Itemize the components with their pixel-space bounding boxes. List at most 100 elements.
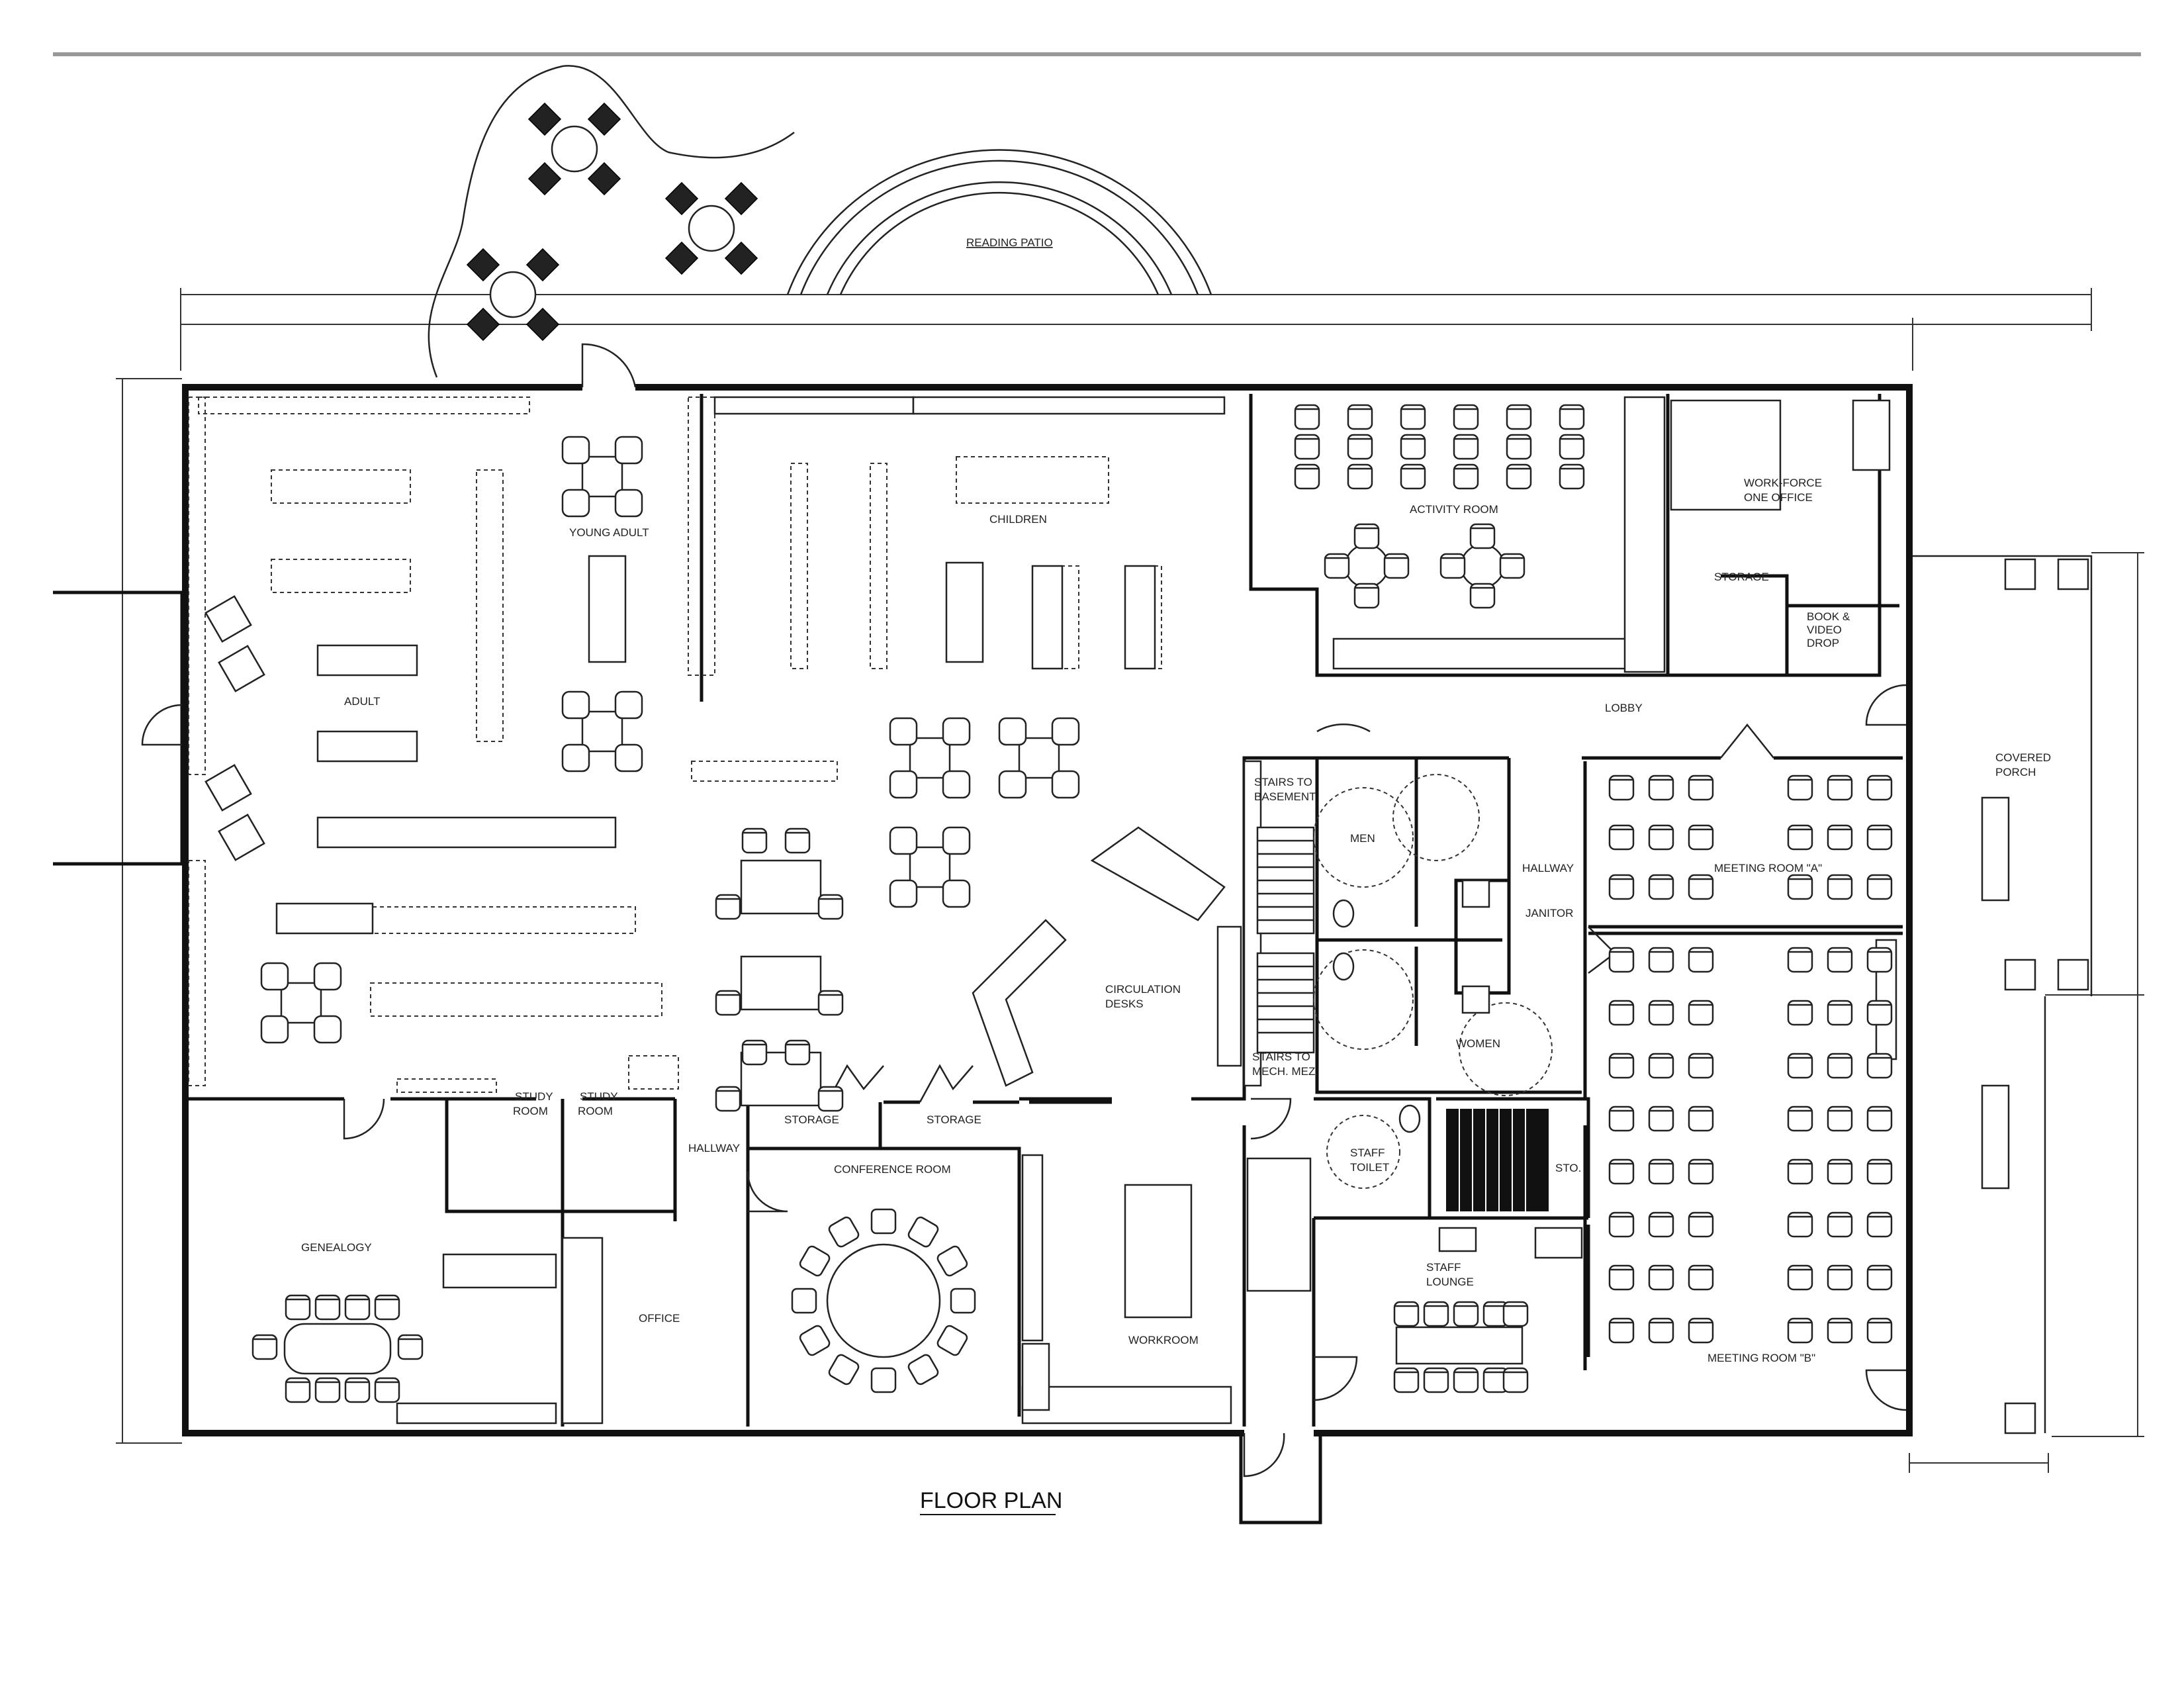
lounge-chair [1502,1301,1529,1327]
square-table [581,455,623,498]
table-chair [1499,553,1525,579]
meeting-chair [1787,1264,1813,1291]
armchair [205,764,252,812]
activity-chair [1506,463,1532,490]
room-label-porch-1: COVERED [1995,751,2051,764]
activity-chair [1559,404,1585,430]
computer-table [740,859,822,915]
circulation-desk [972,919,1067,1087]
meeting-chair [1866,947,1893,973]
meeting-chair [1827,947,1853,973]
meeting-chair [1827,1105,1853,1132]
lounge-chair [1453,1367,1479,1393]
meeting-chair [1648,1264,1674,1291]
room-label-children: CHILDREN [989,513,1047,526]
room-label-adult: ADULT [344,695,380,708]
meeting-chair [1648,1000,1674,1026]
room-label-young-adult: YOUNG ADULT [569,526,649,539]
room-labels: ADULT YOUNG ADULT CHILDREN ACTIVITY ROOM… [301,477,2051,1364]
exterior-walls [53,343,1913,1524]
meeting-chair [1648,947,1674,973]
meeting-chair [1787,874,1813,900]
meeting-chair [1688,947,1714,973]
furniture-layer [205,404,1893,1403]
meeting-chair [1688,1158,1714,1185]
lounge-chair [889,826,918,855]
lounge-chair [998,717,1027,746]
computer-chair [817,1086,844,1112]
genealogy-chair [374,1377,400,1403]
activity-chair [1294,463,1320,490]
meeting-chair [1608,1317,1635,1344]
activity-chair [1400,404,1426,430]
meeting-chair [1608,1264,1635,1291]
meeting-chair [1866,1105,1893,1132]
conference-table [826,1243,941,1358]
lounge-chair [942,826,971,855]
round-table [1460,543,1505,588]
meeting-chair [1787,947,1813,973]
table-chair [1469,583,1496,609]
room-label-book-drop-1: BOOK & [1807,610,1850,623]
lounge-chair [561,436,590,465]
genealogy-chair [397,1334,424,1360]
lounge-chair [313,1015,342,1044]
meeting-chair [1827,824,1853,851]
activity-chair [1506,404,1532,430]
activity-chair [1400,434,1426,460]
meeting-chair [1608,1105,1635,1132]
meeting-chair [1827,774,1853,801]
meeting-chair [1648,1105,1674,1132]
meeting-chair [1648,1317,1674,1344]
meeting-chair [1608,774,1635,801]
computer-chair [817,990,844,1016]
table-chair [1353,583,1380,609]
lounge-chair [889,879,918,908]
room-label-staff-toilet-1: STAFF [1350,1147,1385,1159]
meeting-chair [1787,1000,1813,1026]
genealogy-chair [251,1334,278,1360]
lounge-chair [1051,770,1080,799]
room-label-men: MEN [1350,832,1375,845]
meeting-chair [1648,1053,1674,1079]
meeting-chair [1827,1317,1853,1344]
activity-chair [1400,463,1426,490]
lounge-chair [561,690,590,720]
computer-chair [741,827,768,854]
card-catalog [1090,826,1226,921]
meeting-chair [1688,874,1714,900]
computer-chair [741,1039,768,1066]
computer-chair [784,827,811,854]
room-label-storage-1: STORAGE [784,1113,839,1126]
meeting-chair [1648,874,1674,900]
room-label-book-drop-3: DROP [1807,637,1839,649]
meeting-chair [1648,824,1674,851]
lounge-chair [614,690,643,720]
meeting-chair [1866,1211,1893,1238]
room-label-workforce-2: ONE OFFICE [1744,491,1813,504]
meeting-chair [1827,1158,1853,1185]
meeting-chair [1866,1264,1893,1291]
conference-chair [907,1216,939,1248]
table-chair [1324,553,1350,579]
meeting-chair [1688,1211,1714,1238]
stairs [1256,826,1549,1211]
lounge-table [1395,1326,1524,1365]
meeting-chair [1608,874,1635,900]
room-label-staff-lounge-2: LOUNGE [1426,1276,1474,1288]
room-label-staff-toilet-2: TOILET [1350,1161,1389,1174]
meeting-chair [1688,1317,1714,1344]
genealogy-chair [285,1294,311,1321]
meeting-chair [1827,1211,1853,1238]
room-label-study-2b: ROOM [578,1105,613,1117]
lounge-chair [1051,717,1080,746]
room-label-hallway-east: HALLWAY [1522,862,1574,874]
lounge-chair [1393,1301,1420,1327]
conference-chair [799,1245,831,1277]
meeting-chair [1787,1053,1813,1079]
lounge-chair [260,962,289,991]
room-label-staff-lounge-1: STAFF [1426,1261,1461,1274]
computer-chair [715,894,741,920]
lounge-chair [1502,1367,1529,1393]
